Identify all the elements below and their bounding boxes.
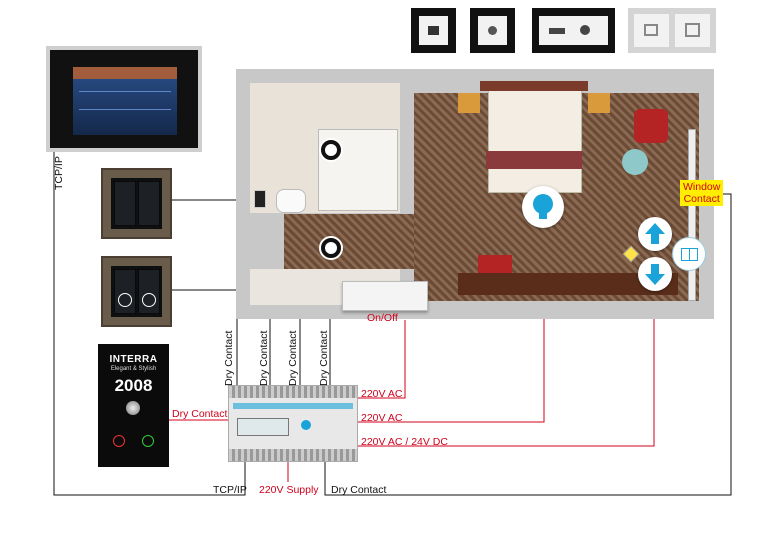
dry-contact-doorbell-label: Dry Contact [172,408,228,420]
headboard [480,81,588,91]
dnd-mur-switch [101,256,172,327]
data-socket-panel [411,8,456,53]
supply-label: 220V Supply [259,484,319,496]
dry-contact-vertical-2: Dry Contact [258,330,270,386]
hdmi-port-icon [549,28,565,34]
switch-key-dnd [114,269,136,314]
ac-label-1: 220V AC [361,388,403,400]
downlight-entry-icon [319,236,343,260]
sofa [478,255,512,273]
window [688,129,696,301]
curtain-close-icon [638,257,672,291]
power-socket-panel [628,8,716,53]
ac3-wire [357,288,655,447]
tcp-ip-wire [53,152,246,496]
room-controller-module [228,385,358,462]
universal-socket-icon [685,23,700,37]
downlight-bathroom-icon [319,138,343,162]
doorbell-button-icon [126,401,140,415]
dry-contact-vertical-4: Dry Contact [318,330,330,386]
tcp-ip-label-vertical: TCP/IP [53,156,65,190]
ac-label-2: 220V AC [361,412,403,424]
switch-key-right [138,181,160,226]
tv-socket-panel [470,8,515,53]
controller-logo-icon [301,420,311,430]
window-contact-label: Window Contact [680,180,724,206]
mur-icon [142,293,156,307]
dnd-icon [118,293,132,307]
tv-desk [458,273,678,295]
dry-contact-vertical-1: Dry Contact [223,330,235,386]
multimedia-socket-panel [532,8,615,53]
coax-port-icon [488,26,497,35]
switch-key-left [114,181,136,226]
nightstand-left [458,93,480,113]
nightstand-right [588,93,610,113]
armchair [634,109,668,143]
window-contact-icon [672,237,706,271]
light-bulb-icon [522,186,564,228]
tcp-ip-label-bottom: TCP/IP [213,484,247,496]
bed [488,87,582,193]
dry-contact-bottom-label: Dry Contact [331,484,387,496]
side-table [622,149,648,175]
bed-runner [486,151,582,169]
ac1-wire [357,320,406,399]
uk-socket-icon [644,24,658,36]
on-off-label: On/Off [367,312,398,324]
dry-contact-vertical-3: Dry Contact [287,330,299,386]
rj45-port-icon [428,26,439,35]
window-contact-line1: Window [683,181,721,193]
room-number: 2008 [114,376,153,395]
controller-display [237,418,289,436]
switch-key-mur [138,269,160,314]
window-wire [324,193,732,496]
hotel-room-floor-plan [236,69,714,319]
air-conditioner-unit [342,281,428,311]
double-switch [101,168,172,239]
ac-label-3: 220V AC / 24V DC [361,436,448,448]
doorbell-panel: INTERRA Elegant & Stylish 2008 [98,344,169,467]
av-port-icon [580,25,590,35]
dnd-indicator-icon [113,435,125,447]
key-card-holder [254,190,266,208]
window-contact-line2: Contact [683,193,720,205]
curtain-open-icon [638,217,672,251]
doorbell-tagline: Elegant & Stylish [110,366,157,372]
touch-screen-display [73,67,177,135]
mur-indicator-icon [142,435,154,447]
toilet [276,189,306,213]
corridor-carpet [284,214,414,269]
doorbell-brand: INTERRA [109,354,158,365]
